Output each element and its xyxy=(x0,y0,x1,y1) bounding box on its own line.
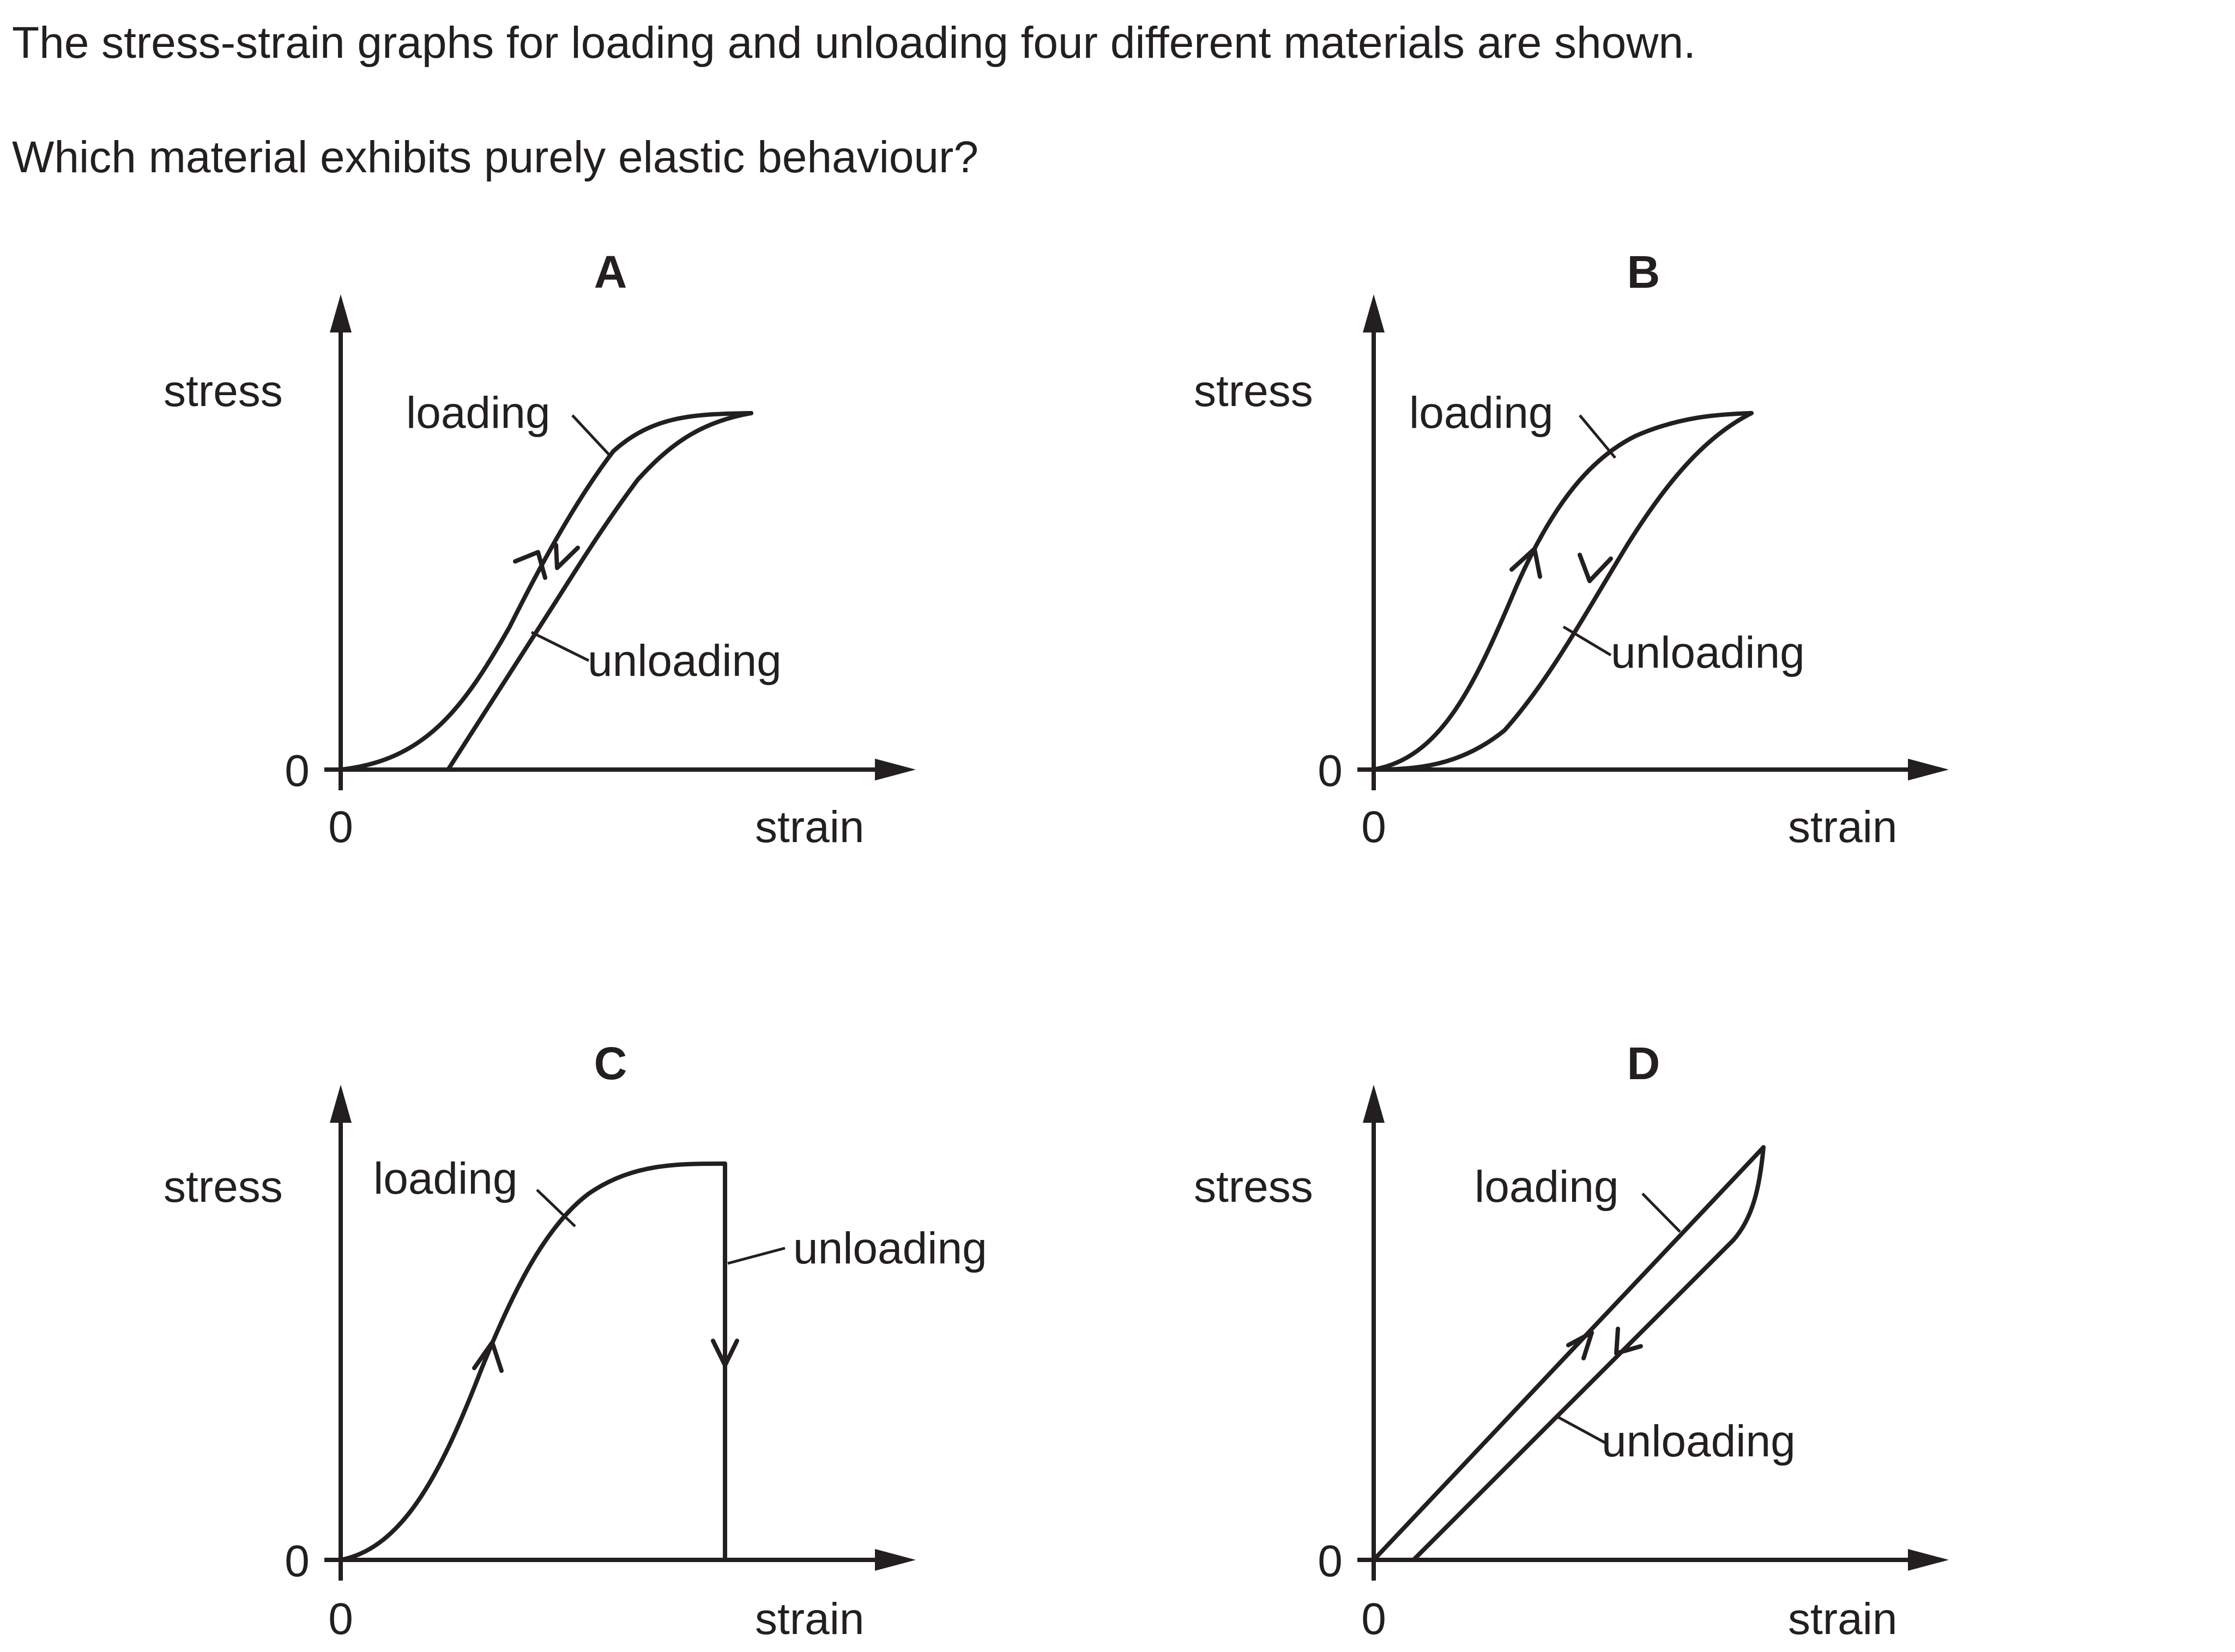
panel-c-loading-curve xyxy=(339,1161,727,1562)
panel-c-unloading-label: unloading xyxy=(793,1224,987,1273)
panel-d-loading-arrow xyxy=(1566,1330,1594,1360)
panel-b-x-label: strain xyxy=(1788,802,1898,852)
panel-b-loading-label: loading xyxy=(1409,388,1553,438)
panel-d-unloading-curve xyxy=(1411,1145,1766,1562)
panel-a-y-label: stress xyxy=(164,366,283,416)
panel-a-unloading-curve xyxy=(446,411,753,772)
panel-c-loading-leader xyxy=(536,1189,576,1227)
panel-b-origin-y: 0 xyxy=(1318,746,1343,796)
panel-d-x-axis-arrow xyxy=(1908,1549,1949,1571)
panel-d: D stress strain 0 0 loading unloading xyxy=(1194,1038,1949,1644)
panel-d-loading-label: loading xyxy=(1475,1162,1618,1212)
panel-d-loading-curve xyxy=(1372,1145,1766,1562)
panel-a-loading-label: loading xyxy=(406,388,550,438)
panel-c-x-label: strain xyxy=(755,1594,865,1644)
panel-a-loading-leader xyxy=(571,414,611,456)
panel-c-letter: C xyxy=(594,1038,627,1089)
panel-b-x-axis-arrow xyxy=(1908,759,1949,780)
panel-c-unloading-leader xyxy=(727,1246,786,1265)
panel-d-unloading-leader xyxy=(1557,1415,1609,1446)
panel-d-unloading-arrow xyxy=(1614,1327,1643,1356)
panel-d-loading-leader xyxy=(1641,1193,1681,1233)
panel-b-unloading-leader xyxy=(1562,625,1612,657)
panel-a-origin-x: 0 xyxy=(328,802,353,852)
panel-a-loading-curve xyxy=(339,411,753,772)
panel-a-x-axis-arrow xyxy=(875,759,916,780)
panel-c-origin-x: 0 xyxy=(328,1594,353,1644)
panel-c: C stress strain 0 0 loading unloading xyxy=(164,1038,987,1644)
panel-a-y-axis-arrow xyxy=(330,294,352,332)
panel-a-letter: A xyxy=(594,246,627,298)
panel-a-unloading-arrow xyxy=(554,543,580,570)
panel-d-y-axis-arrow xyxy=(1363,1085,1385,1123)
question-prompt: Which material exhibits purely elastic b… xyxy=(12,132,978,182)
panel-b-y-label: stress xyxy=(1194,366,1313,416)
panel-a-unloading-label: unloading xyxy=(588,636,782,686)
panel-b-unloading-label: unloading xyxy=(1611,628,1805,677)
panel-c-x-axis-arrow xyxy=(875,1549,916,1571)
panel-d-origin-y: 0 xyxy=(1318,1536,1343,1586)
panel-c-origin-y: 0 xyxy=(285,1536,310,1586)
panel-d-letter: D xyxy=(1627,1038,1660,1089)
panel-a-loading-arrow xyxy=(513,550,547,580)
panel-d-origin-x: 0 xyxy=(1361,1594,1386,1644)
panel-b-loading-leader xyxy=(1579,414,1616,459)
panel-d-y-label: stress xyxy=(1194,1162,1313,1212)
panel-b-y-axis-arrow xyxy=(1363,294,1385,332)
panel-d-unloading-label: unloading xyxy=(1602,1417,1796,1466)
panel-c-y-axis-arrow xyxy=(330,1085,352,1123)
panel-a-unloading-leader xyxy=(530,631,590,662)
panel-b-loading-curve xyxy=(1372,411,1754,772)
panel-a-origin-y: 0 xyxy=(285,746,310,796)
panel-b-unloading-arrow xyxy=(1578,553,1613,583)
panel-d-x-label: strain xyxy=(1788,1594,1898,1644)
panel-b-unloading-curve xyxy=(1372,411,1754,772)
panel-b: B stress strain 0 0 loading unloading xyxy=(1194,246,1949,852)
panel-a: A stress strain 0 0 loading unloading xyxy=(164,246,916,852)
panel-c-loading-arrow xyxy=(472,1340,504,1373)
panel-a-x-label: strain xyxy=(755,802,865,852)
panel-b-loading-arrow xyxy=(1509,547,1542,579)
panel-b-origin-x: 0 xyxy=(1361,802,1386,852)
question-intro: The stress-strain graphs for loading and… xyxy=(12,18,1696,68)
panel-b-letter: B xyxy=(1627,246,1660,298)
panel-c-y-label: stress xyxy=(164,1162,283,1212)
panel-c-unloading-arrow xyxy=(711,1339,739,1367)
panel-c-loading-label: loading xyxy=(373,1154,517,1203)
